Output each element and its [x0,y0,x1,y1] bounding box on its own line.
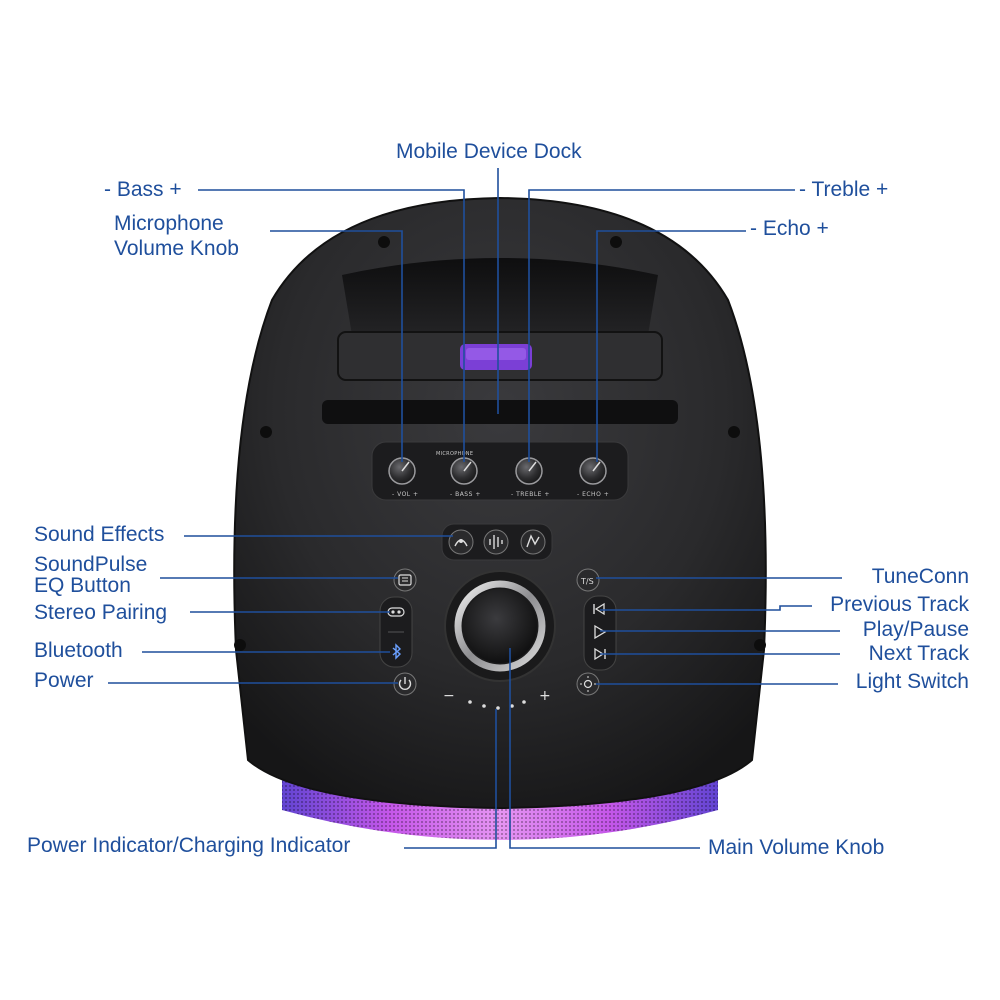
bluetooth-icon [392,643,402,660]
previous-track-label: Previous Track [830,593,969,616]
treble-knob-label: - TREBLE + [511,491,550,498]
microphone-volume-knob-label: Microphone Volume Knob [114,212,239,260]
volume-minus-label: − [443,688,455,704]
screw [610,236,622,248]
power-indicator-dots [468,700,526,710]
mobile-device-dock-label: Mobile Device Dock [396,140,582,163]
dock-recess [342,258,658,335]
sound-effects-label: Sound Effects [34,523,165,546]
echo-knob [579,457,607,485]
main-volume-knob [444,570,556,682]
previous-track-icon [593,602,605,616]
tuneconn-button-text: T/S [580,577,594,586]
transport-pill [583,595,617,671]
light-icon [576,672,600,696]
screw [378,236,390,248]
vol-knob-label: - VOL + [392,491,419,498]
play-icon [594,624,607,640]
tuneconn-label: TuneConn [871,565,969,588]
main-volume-knob-label: Main Volume Knob [708,836,885,859]
volume-plus-label: + [539,688,551,704]
leader-lines [108,168,842,849]
screw [260,426,272,438]
eq-icon [393,568,417,592]
sound-effects-icon [448,529,474,555]
soundpulse-eq-label: SoundPulse EQ Button [34,553,148,597]
echo-label: - Echo + [750,217,829,240]
stereo-pairing-label: Stereo Pairing [34,601,168,624]
play-pause-label: Play/Pause [862,618,969,641]
screw [754,639,766,651]
bluetooth-label: Bluetooth [34,639,123,662]
bass-knob-label: - BASS + [450,491,481,498]
echo-knob-label: - ECHO + [577,491,609,498]
screw [728,426,740,438]
bass-knob [450,457,478,485]
waveform-icon [483,529,509,555]
next-track-label: Next Track [868,642,969,665]
light-switch-label: Light Switch [855,670,969,693]
screw [234,639,246,651]
power-indicator-label: Power Indicator/Charging Indicator [27,834,351,857]
power-label: Power [34,669,94,692]
dock-slot [322,400,678,424]
treble-label: - Treble + [799,178,889,201]
applause-icon [520,529,546,555]
bass-label: - Bass + [104,178,182,201]
knob-panel [371,441,629,501]
tuneconn-icon: T/S [576,568,600,592]
power-icon [393,672,417,696]
panel-microphone-text: MICROPHONE [436,451,473,457]
